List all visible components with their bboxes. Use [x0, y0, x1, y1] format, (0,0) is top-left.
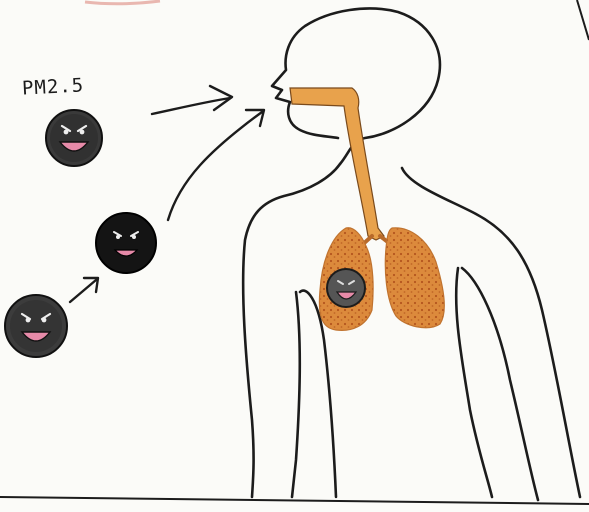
arrow-to-middle-particle — [70, 280, 96, 302]
left-shoulder-arm — [243, 164, 340, 497]
arrows — [70, 86, 264, 302]
pm25-particle-top — [46, 110, 102, 166]
pm25-label: PM2.5 — [21, 74, 84, 99]
page-bottom-edge — [0, 497, 589, 504]
right-inner-arm — [462, 268, 538, 500]
arrow-head-top — [210, 86, 232, 110]
pm25-particle-bottom — [5, 295, 67, 357]
left-inner-arm — [292, 292, 300, 497]
airway — [290, 88, 384, 240]
arrow-to-nose-curve — [168, 112, 262, 220]
paper-top-smudge — [85, 1, 160, 4]
page-right-edge — [577, 0, 589, 40]
right-shoulder-back — [402, 168, 580, 497]
particle-in-lung — [327, 269, 365, 307]
pm25-particle-middle — [96, 213, 156, 273]
right-lung — [385, 228, 444, 328]
